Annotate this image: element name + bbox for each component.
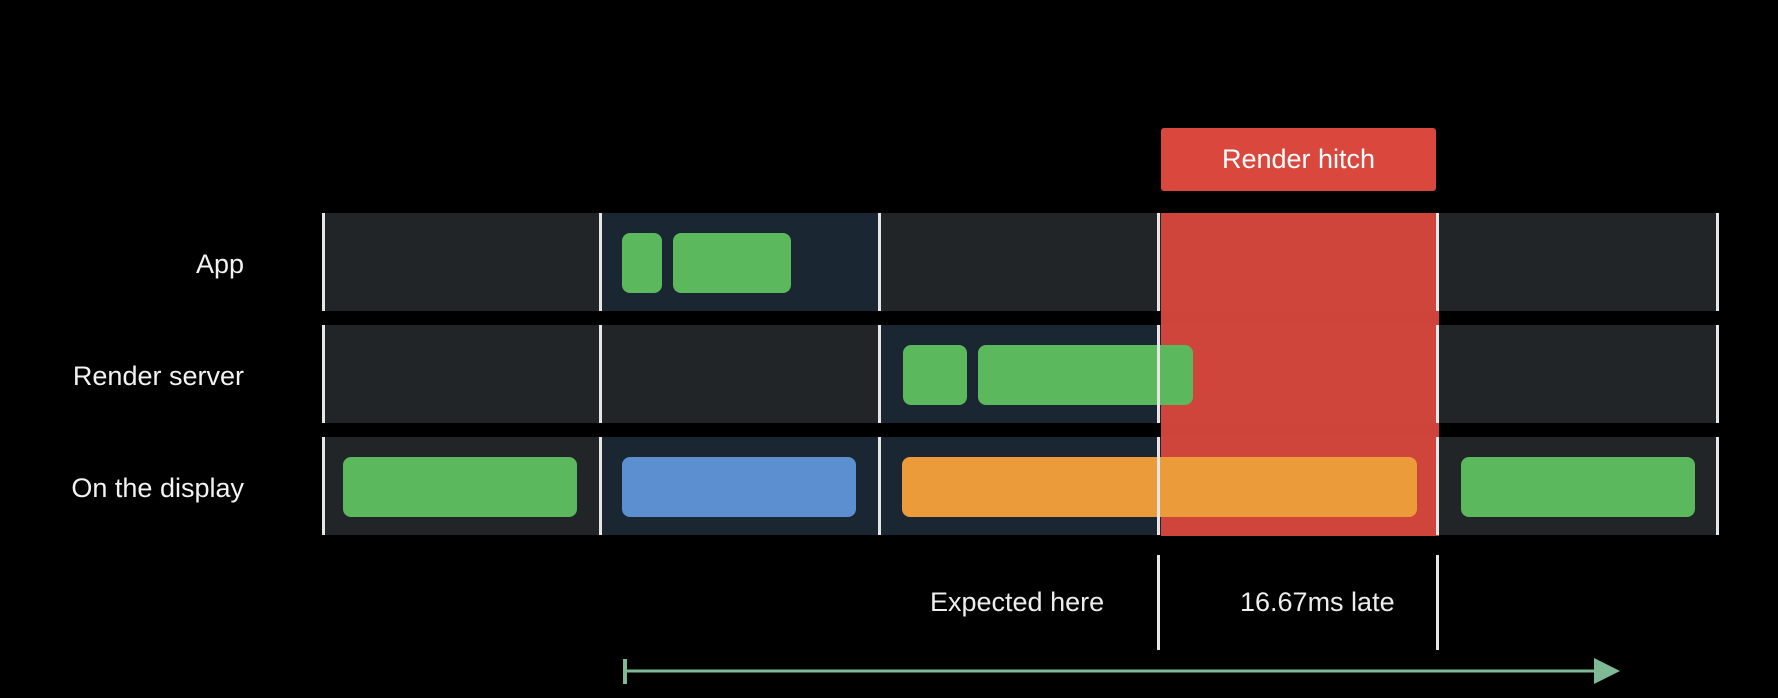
frame-boundary-tick bbox=[1436, 437, 1439, 535]
frame-boundary-tick bbox=[599, 437, 602, 535]
frame-boundary-tick bbox=[1716, 437, 1719, 535]
late-marker-tick bbox=[1436, 555, 1439, 650]
render-hitch-badge: Render hitch bbox=[1161, 128, 1436, 191]
expected-here-caption: Expected here bbox=[930, 587, 1105, 617]
render-hitch-label: Render hitch bbox=[1221, 144, 1376, 174]
late-caption: 16.67ms late bbox=[1240, 587, 1395, 617]
display-frame-block-1 bbox=[343, 457, 577, 517]
expected-marker-tick bbox=[1157, 555, 1160, 650]
frame-boundary-tick bbox=[1436, 325, 1439, 423]
frame-boundary-tick bbox=[322, 213, 325, 311]
frame-boundary-tick bbox=[1716, 325, 1719, 423]
row-label-render-server: Render server bbox=[72, 361, 244, 391]
app-work-block-2 bbox=[673, 233, 791, 293]
frame-boundary-tick bbox=[1436, 213, 1439, 311]
app-work-block-1 bbox=[622, 233, 662, 293]
frame-boundary-tick bbox=[1157, 437, 1160, 535]
frame-boundary-tick bbox=[599, 325, 602, 423]
render-server-block-1 bbox=[903, 345, 967, 405]
frame-boundary-tick bbox=[1157, 325, 1160, 423]
frame-boundary-tick bbox=[878, 213, 881, 311]
track-app bbox=[324, 213, 1718, 311]
frame-boundary-tick bbox=[1157, 213, 1160, 311]
frame-boundary-tick bbox=[878, 437, 881, 535]
render-server-block-2 bbox=[978, 345, 1193, 405]
frame-boundary-tick bbox=[599, 213, 602, 311]
timeline-arrow-head bbox=[1594, 658, 1620, 684]
row-label-app: App bbox=[195, 249, 244, 279]
frame-boundary-tick bbox=[1716, 213, 1719, 311]
display-frame-block-4 bbox=[1461, 457, 1695, 517]
frame-boundary-tick bbox=[322, 437, 325, 535]
display-frame-block-2 bbox=[622, 457, 856, 517]
row-label-on-the-display: On the display bbox=[71, 473, 244, 503]
frame-boundary-tick bbox=[878, 325, 881, 423]
frame-boundary-tick bbox=[322, 325, 325, 423]
